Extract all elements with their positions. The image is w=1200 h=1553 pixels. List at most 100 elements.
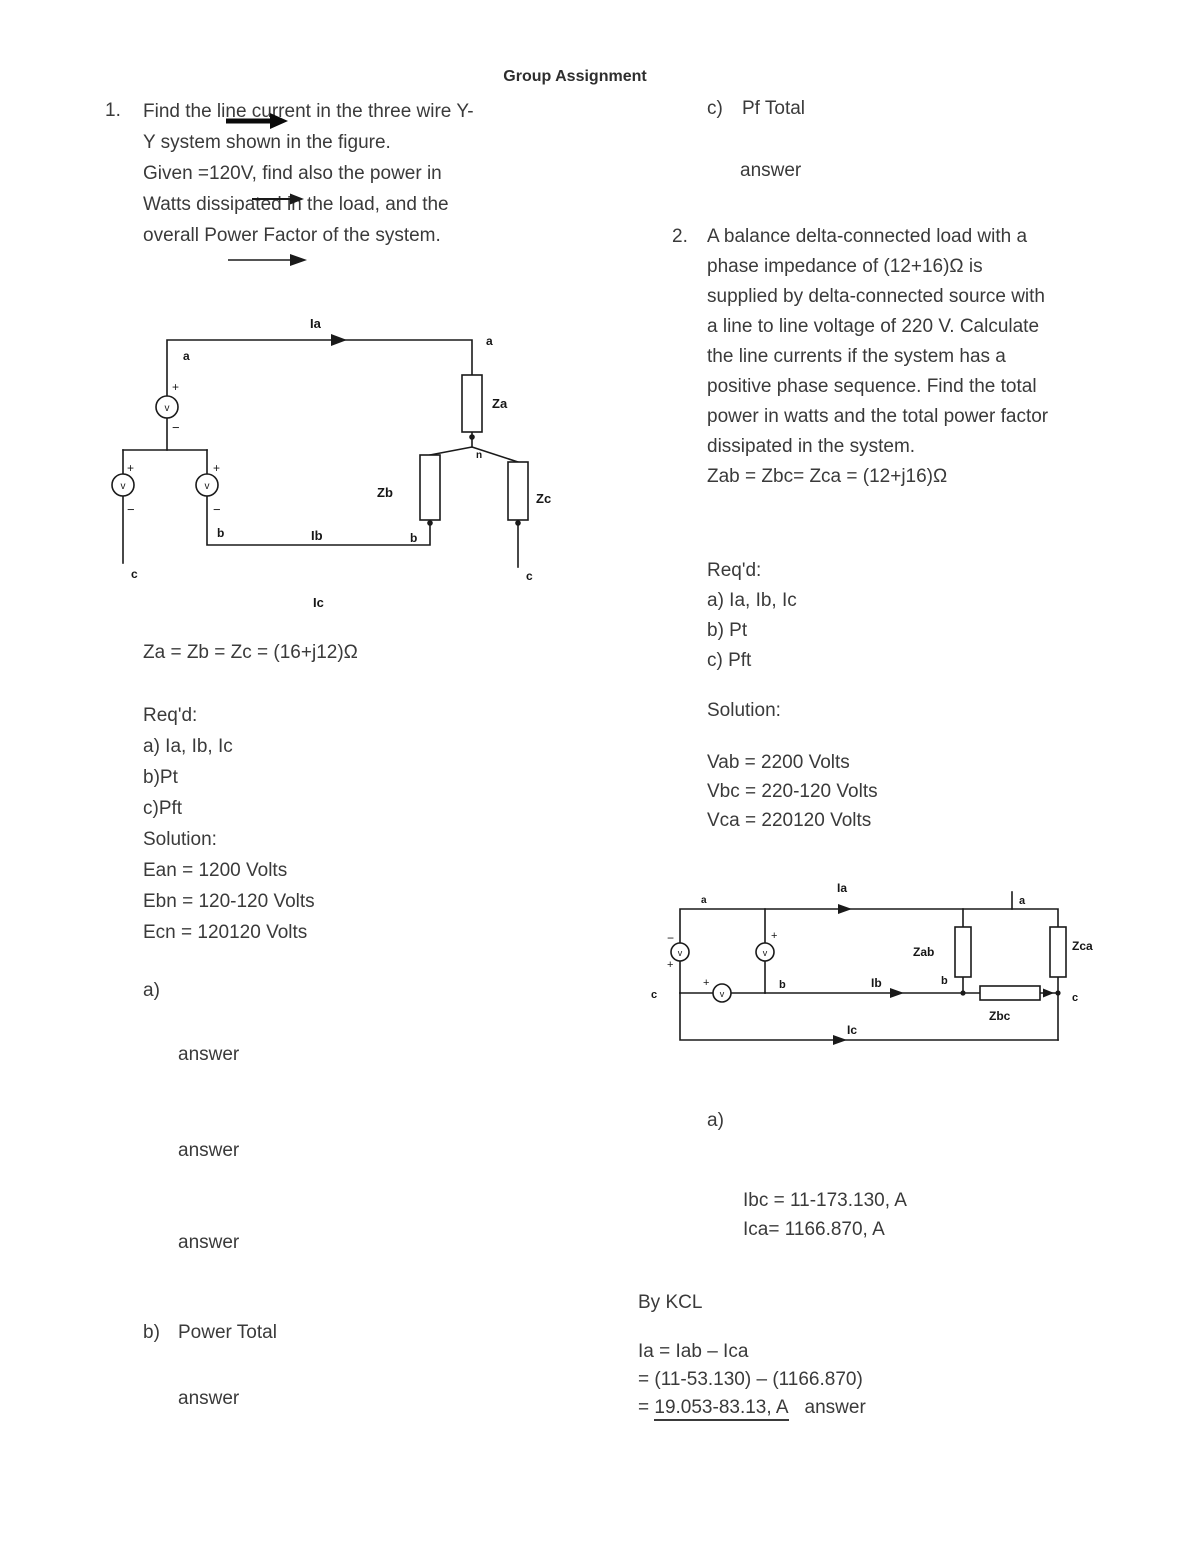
resistor-zca <box>1049 926 1067 978</box>
voltage-ean: Ean = 1200 Volts <box>143 860 288 881</box>
kcl-prefix: = <box>638 1397 655 1418</box>
label-node-a-delta: a <box>701 895 707 906</box>
problem-2-statement: 2. A balance delta-connected load with a… <box>672 222 1172 492</box>
polarity-minus: − <box>213 502 221 517</box>
node-dot <box>1055 990 1061 996</box>
label-node-b-right: b <box>410 531 417 545</box>
source-letter: v <box>678 948 683 958</box>
statement-line-3: supplied by delta-connected source with <box>707 286 1045 307</box>
voltage-source-an-icon <box>155 395 179 419</box>
label-node-a-right: a <box>486 334 493 348</box>
label-node-b-delta: b <box>779 979 786 991</box>
impedance-equation-1: Za = Zb = Zc = (16+j12)Ω <box>143 642 358 663</box>
statement-line-3: Given =120V, find also the power in <box>143 163 442 184</box>
circuit2-wires <box>679 891 1059 1041</box>
label-ib: Ib <box>871 976 882 990</box>
node-dot <box>469 434 475 440</box>
document-title: Group Assignment <box>503 68 647 85</box>
label-node-c-load: c <box>1072 992 1078 1004</box>
source-letter: v <box>121 481 126 492</box>
voltage-source-bc-icon <box>712 983 732 1003</box>
label-zab: Zab <box>913 945 934 959</box>
part-c-heading: c) Pf Total <box>707 94 805 124</box>
label-node-b-load: b <box>941 975 948 987</box>
voltage-source-ca-icon <box>670 942 690 962</box>
polarity-plus: + <box>127 461 134 475</box>
annotation-arrow-below-statement <box>228 254 307 266</box>
phase-current-results: Ibc = 11-173.130, A Ica= 1166.870, A <box>743 1186 907 1244</box>
polarity-plus: + <box>771 930 777 942</box>
source-letter: v <box>720 989 725 999</box>
statement-line-4: a line to line voltage of 220 V. Calcula… <box>707 316 1040 337</box>
polarity-plus: + <box>172 380 179 394</box>
node-dot <box>515 520 521 526</box>
source-letter: v <box>205 481 210 492</box>
voltage-vab: Vab = 2200 Volts <box>707 752 850 773</box>
statement-line-4: Watts dissipated in the load, and the <box>143 189 474 220</box>
result-ica: Ica= 1166.870, A <box>743 1219 885 1240</box>
label-node-a-load: a <box>1019 895 1026 907</box>
reqd-label: Req'd: <box>143 705 198 726</box>
label-zb: Zb <box>377 485 393 500</box>
statement-line-2: Y system shown in the figure. <box>143 132 391 153</box>
circuit1-components <box>111 374 529 521</box>
source-letter: v <box>763 948 768 958</box>
statement-line-5: the line currents if the system has a <box>707 346 1006 367</box>
statement-line-1: Find the line current in the three wire … <box>143 101 474 122</box>
label-ib: Ib <box>311 528 323 543</box>
problem-2-text: A balance delta-connected load with a ph… <box>707 222 1048 492</box>
req-item-c: c) Pft <box>707 650 752 671</box>
current-arrow-ia-icon <box>838 904 852 914</box>
label-node-c-right: c <box>526 569 533 583</box>
kcl-derivation: Ia = Iab – Ica = (11-53.130) – (1166.870… <box>638 1338 866 1422</box>
problem-1-requirements: Req'd: a) Ia, Ib, Ic b)Pt c)Pft Solution… <box>143 700 315 948</box>
label-zca: Zca <box>1072 939 1093 953</box>
reqd-label: Req'd: <box>707 560 762 581</box>
polarity-minus: − <box>127 502 135 517</box>
answer-placeholder-c: answer <box>740 160 802 181</box>
source-letter: v <box>165 403 170 414</box>
voltage-source-bn-icon <box>195 473 219 497</box>
label-ia: Ia <box>310 316 322 331</box>
polarity-plus: + <box>667 959 673 971</box>
voltage-source-ab-icon <box>755 942 775 962</box>
label-node-n: n <box>476 450 482 461</box>
circuit1-wires <box>122 339 520 568</box>
problem-1-statement: 1. Find the line current in the three wi… <box>105 96 585 251</box>
problem-2-voltages: Vab = 2200 Volts Vbc = 220-120 Volts Vca… <box>707 748 878 835</box>
req-item-b: b)Pt <box>143 767 178 788</box>
problem-1-text: Find the line current in the three wire … <box>143 96 474 251</box>
label-zc: Zc <box>536 491 551 506</box>
label-za: Za <box>492 396 508 411</box>
kcl-final-result: 19.053-83.13, A <box>654 1397 789 1421</box>
resistor-zab <box>954 926 972 978</box>
circuit-diagram-y-y-system: Ia a a Za n Zb Zc b Ib b c c Ic v v v + … <box>111 316 551 610</box>
req-item-c: c)Pft <box>143 798 183 819</box>
req-item-b: b) Pt <box>707 620 748 641</box>
label-zbc: Zbc <box>989 1009 1011 1023</box>
current-arrow-ib-icon <box>890 988 904 998</box>
label-ic: Ic <box>847 1023 857 1037</box>
resistor-za <box>461 374 483 433</box>
statement-line-6: positive phase sequence. Find the total <box>707 376 1037 397</box>
label-node-c-left: c <box>131 567 138 581</box>
label-ic: Ic <box>313 595 324 610</box>
circuit2-nodes <box>833 904 1061 1045</box>
resistor-zb <box>419 454 441 521</box>
statement-text: Watts <box>143 194 197 215</box>
part-c-label: c) <box>707 98 723 119</box>
part-a-label-1: a) <box>143 980 160 1001</box>
polarity-minus: − <box>667 931 674 945</box>
node-dot <box>427 520 433 526</box>
polarity-plus: + <box>213 461 220 475</box>
kcl-answer-note: answer <box>804 1397 866 1418</box>
voltage-vbc: Vbc = 220-120 Volts <box>707 781 878 802</box>
resistor-zbc <box>979 985 1041 1001</box>
circuit-diagram-delta-system: Ia a a Zab Zca Zbc b Ib b c c Ic v v v −… <box>651 881 1093 1045</box>
answer-placeholder-4: answer <box>178 1388 240 1409</box>
voltage-source-cn-icon <box>111 473 135 497</box>
problem-1-number: 1. <box>105 100 121 121</box>
current-arrow-ia-icon <box>331 334 347 346</box>
label-node-c-delta: c <box>651 989 657 1001</box>
solution-label: Solution: <box>143 829 217 850</box>
